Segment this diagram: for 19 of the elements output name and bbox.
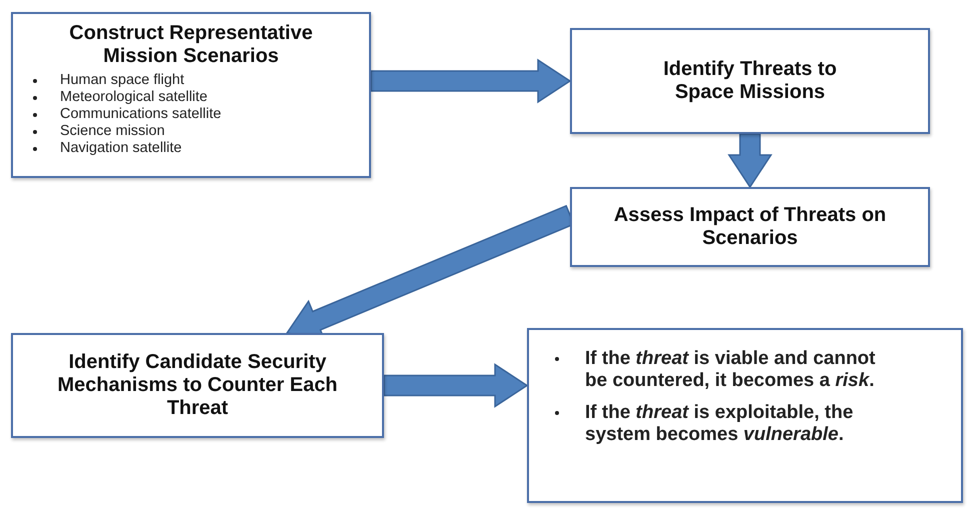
bullet-item: Communications satellite bbox=[60, 106, 222, 123]
bullet-item: Human space flight bbox=[60, 72, 184, 89]
process-box bbox=[11, 333, 384, 438]
bullet-text: If the threat is exploitable, the system becomes vulnerable. bbox=[585, 402, 854, 446]
process-box bbox=[570, 28, 930, 134]
bullet-text: If the threat is viable and cannot be countered, it becomes a risk. bbox=[585, 348, 876, 392]
block-arrow bbox=[383, 363, 528, 408]
block-arrow bbox=[728, 133, 772, 188]
process-box bbox=[11, 12, 371, 178]
process-box bbox=[527, 328, 963, 503]
box-heading: Assess Impact of Threats on Scenarios bbox=[612, 204, 888, 250]
bullet-item: Navigation satellite bbox=[60, 140, 182, 157]
block-arrow bbox=[370, 58, 572, 104]
box-heading: Identify Candidate Security Mechanisms to Counter Each Threat bbox=[56, 351, 339, 420]
process-box bbox=[570, 187, 930, 267]
box-heading: Identify Threats to Space Missions bbox=[662, 58, 838, 104]
bullet-item: Meteorological satellite bbox=[60, 89, 208, 106]
box-heading: Construct Representative Mission Scenarios bbox=[68, 22, 314, 68]
bullet-item: Science mission bbox=[60, 123, 165, 140]
